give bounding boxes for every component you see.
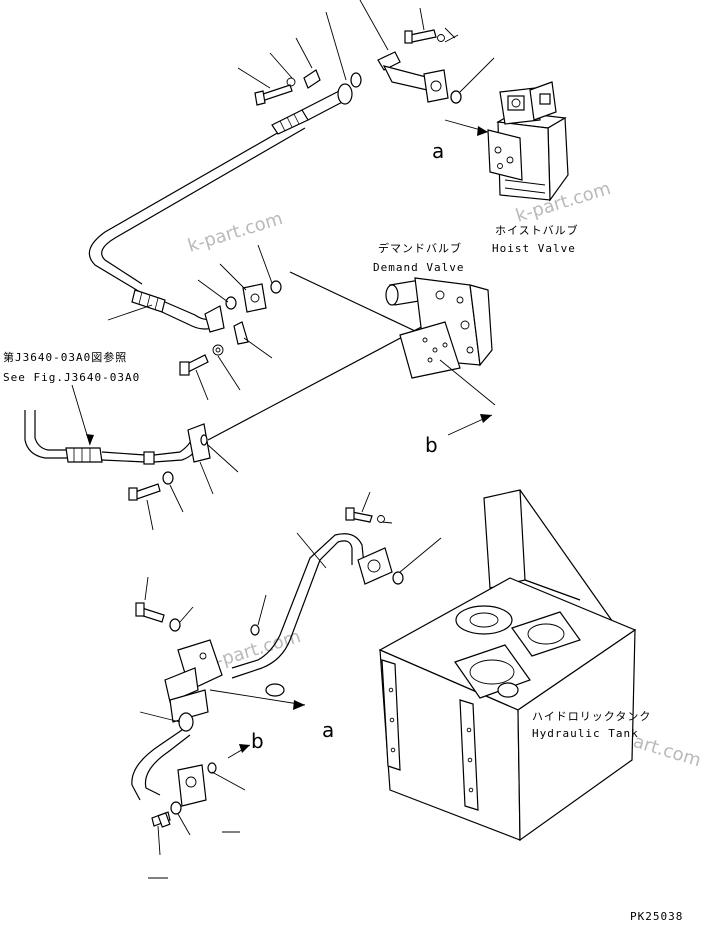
demand-valve [385, 277, 493, 379]
demand-pipe [24, 271, 431, 465]
leaders-top [237, 0, 495, 93]
ref-b-lower: b [227, 729, 264, 759]
hoist-valve-jp: ホイストバルブ [495, 223, 579, 237]
tank-upper-pipe [231, 533, 404, 679]
hydraulic-tank [378, 489, 637, 842]
drawing-number: PK25038 [630, 910, 683, 923]
ref-a-hoist: a [432, 119, 489, 163]
tank-bottom-pipe [131, 729, 217, 828]
demand-valve-en: Demand Valve [373, 261, 464, 274]
ref-a-label-top: a [432, 139, 444, 163]
watermark-1: k-part.com [185, 208, 285, 257]
hoist-valve-en: Hoist Valve [492, 242, 576, 255]
ref-b-label-lower: b [251, 729, 264, 753]
ref-b-label-top: b [425, 433, 438, 457]
hydraulic-tank-en: Hydraulic Tank [532, 727, 639, 740]
ref-a-lower: a [209, 689, 334, 742]
see-fig-ref: 第J3640-03A0図参照 See Fig.J3640-03A0 [3, 350, 140, 446]
middle-lower-bolts [128, 444, 239, 531]
see-fig-jp: 第J3640-03A0図参照 [3, 350, 127, 364]
tank-lower-fittings [164, 624, 285, 732]
tank-bolts [135, 507, 385, 632]
leaders-middle [107, 244, 273, 401]
top-fitting [301, 51, 462, 121]
top-bolts [254, 29, 459, 106]
hoist-valve [487, 81, 569, 202]
middle-flange-parts [179, 280, 282, 376]
hoist-oring [450, 90, 462, 104]
hydraulic-tank-jp: ハイドロリックタンク [532, 710, 651, 723]
demand-valve-jp: デマンドバルブ [378, 241, 462, 255]
ref-b-demand: b [425, 359, 496, 457]
leaders-lower [139, 491, 442, 879]
see-fig-en: See Fig.J3640-03A0 [3, 371, 140, 384]
ref-a-label-lower: a [322, 718, 334, 742]
